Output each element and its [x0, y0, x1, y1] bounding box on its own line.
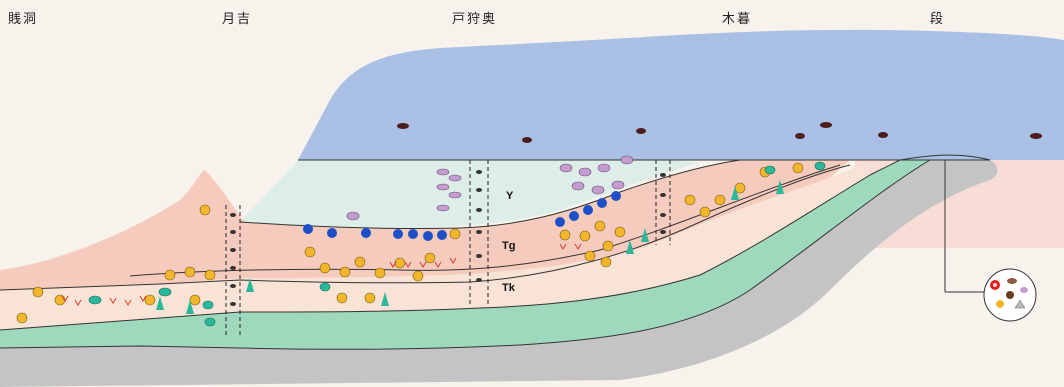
layer-label-tk: Tk: [502, 282, 515, 294]
layer-label-y: Y: [506, 190, 513, 202]
sea-area: [298, 30, 1064, 160]
layer-label-tg: Tg: [502, 240, 515, 252]
